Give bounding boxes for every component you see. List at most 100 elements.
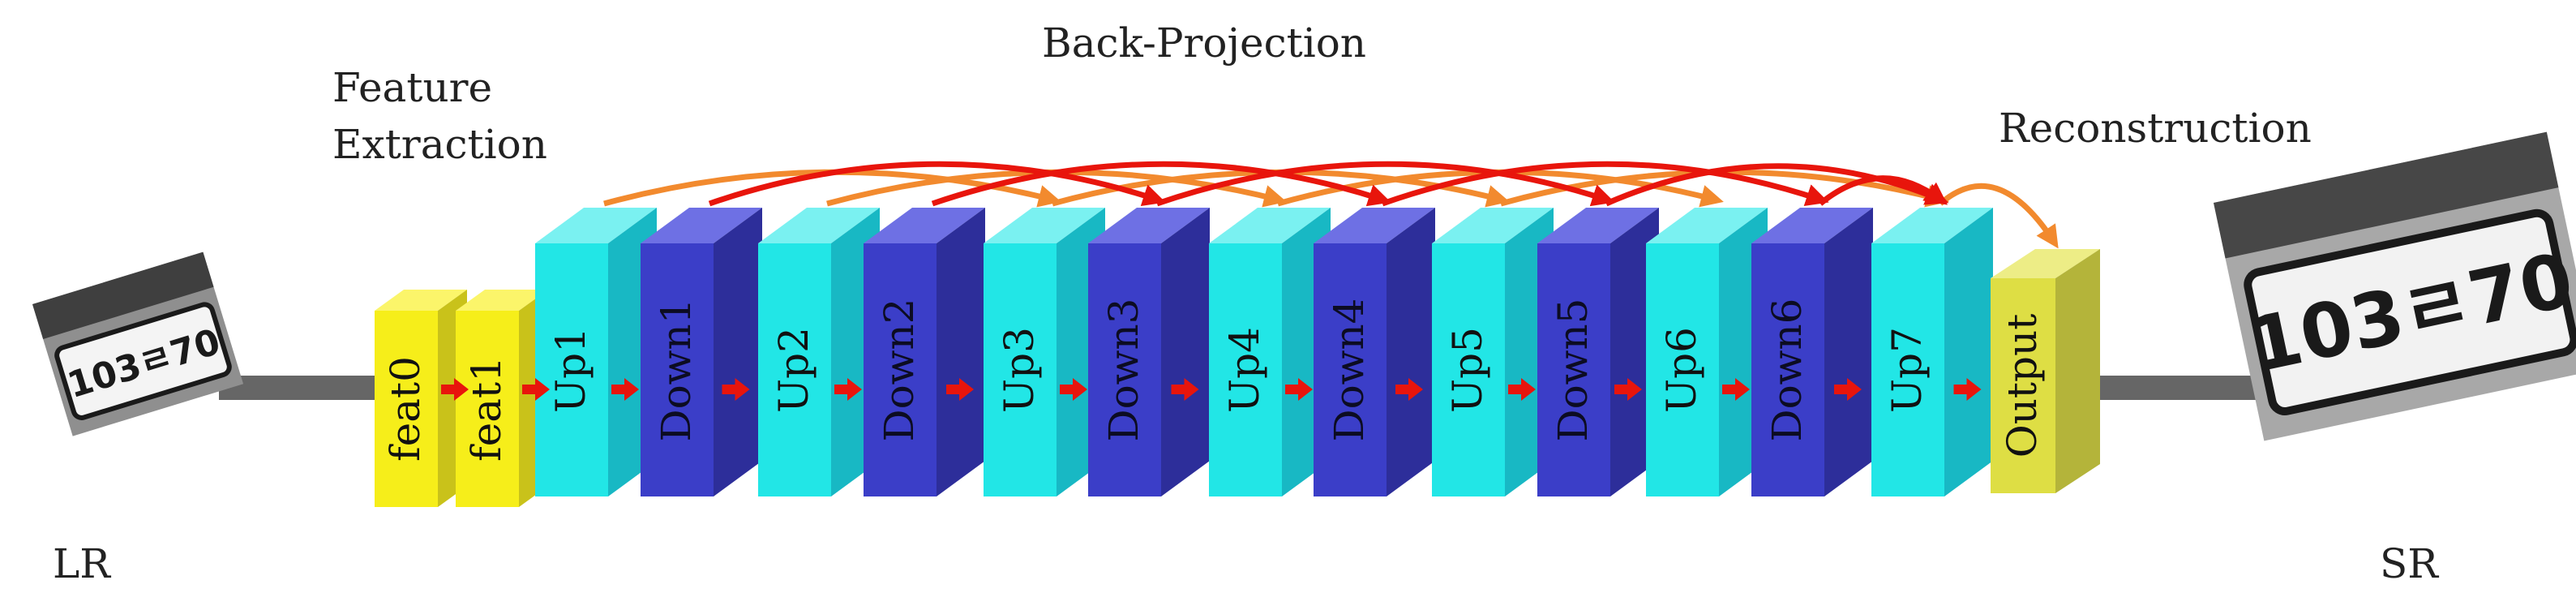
sequential-arrow: [1834, 378, 1862, 401]
sr-label: SR: [2380, 540, 2439, 587]
skip-arrow: [931, 161, 1391, 207]
skip-arrow: [708, 161, 1166, 207]
block-up4: Up4: [1209, 208, 1331, 496]
block-up1: Up1: [535, 208, 657, 496]
lr-label: LR: [53, 540, 111, 587]
block-up3: Up3: [984, 208, 1105, 496]
block-down2: Down2: [864, 208, 985, 496]
skip-arrow: [1938, 183, 2059, 249]
block-label: feat1: [463, 356, 510, 462]
sequential-arrow: [1395, 378, 1423, 401]
block-up5: Up5: [1432, 208, 1554, 496]
block-label: Up5: [1444, 327, 1491, 413]
skip-arrow: [1381, 161, 1829, 207]
block-top-face: [1432, 208, 1554, 243]
lr-input-image: 103ㄹ70: [32, 251, 244, 436]
block-top-face: [864, 208, 985, 243]
block-label: Up4: [1221, 327, 1268, 413]
block-top-face: [984, 208, 1105, 243]
block-side-face: [1161, 208, 1210, 496]
block-side-face: [1944, 208, 1993, 496]
block-label: Up6: [1658, 327, 1705, 413]
block-up7: Up7: [1871, 208, 1993, 496]
sequential-arrow: [611, 378, 639, 401]
block-front-face: [1432, 243, 1505, 496]
block-top-face: [758, 208, 880, 243]
back-projection-skip-arrows: [603, 161, 2059, 249]
block-label: Down1: [653, 298, 700, 441]
block-feat1: feat1: [456, 290, 548, 507]
block-side-face: [714, 208, 762, 496]
block-side-face: [2055, 249, 2100, 493]
sequential-arrow: [834, 378, 862, 401]
sequential-arrow: [946, 378, 974, 401]
block-front-face: [1209, 243, 1282, 496]
block-top-face: [456, 290, 548, 311]
skip-arrow: [1155, 161, 1615, 207]
block-top-face: [1646, 208, 1768, 243]
block-top-face: [1991, 249, 2100, 278]
block-label: Up3: [996, 327, 1043, 413]
block-front-face: [1646, 243, 1719, 496]
sequential-arrow: [522, 378, 550, 401]
block-side-face: [1824, 208, 1873, 496]
block-front-face: [1314, 243, 1387, 496]
block-front-face: [758, 243, 831, 496]
block-front-face: [1751, 243, 1824, 496]
block-front-face: [1537, 243, 1610, 496]
back-projection-label: Back-Projection: [1042, 19, 1366, 67]
reconstruction-label: Reconstruction: [1999, 105, 2312, 152]
block-top-face: [1751, 208, 1873, 243]
block-front-face: [1991, 278, 2055, 493]
network-blocks: feat0 feat1 Up1 Down1 Up2 Down2 Up3 Down3 Up4 Dow…: [375, 208, 2100, 507]
block-down5: Down5: [1537, 208, 1659, 496]
block-top-face: [1209, 208, 1331, 243]
sequential-arrow: [1171, 378, 1199, 401]
block-front-face: [1871, 243, 1944, 496]
block-front-face: [864, 243, 937, 496]
sequential-arrow: [1614, 378, 1642, 401]
feature-extraction-label-line2: Extraction: [332, 121, 547, 168]
block-label: Up7: [1884, 327, 1931, 413]
block-front-face: [535, 243, 608, 496]
block-front-face: [456, 311, 519, 507]
block-top-face: [641, 208, 762, 243]
block-down4: Down4: [1314, 208, 1435, 496]
block-side-face: [1387, 208, 1435, 496]
block-top-face: [1314, 208, 1435, 243]
block-up6: Up6: [1646, 208, 1768, 496]
block-label: Up2: [770, 327, 817, 413]
sequential-arrow: [1285, 378, 1313, 401]
skip-arrow: [1818, 175, 1948, 206]
block-output: Output: [1991, 249, 2100, 493]
block-top-face: [1871, 208, 1993, 243]
sr-output-image: 103ㄹ70: [2214, 131, 2576, 441]
sequential-arrow: [1722, 378, 1750, 401]
sequential-arrows: [441, 378, 1982, 401]
block-label: Down2: [876, 298, 923, 441]
skip-arrow: [1605, 163, 1949, 207]
block-label: Up1: [547, 327, 594, 413]
block-down3: Down3: [1088, 208, 1210, 496]
block-label: feat0: [382, 356, 429, 462]
block-down6: Down6: [1751, 208, 1873, 496]
block-up2: Up2: [758, 208, 880, 496]
block-label: Down4: [1326, 298, 1373, 441]
block-side-face: [937, 208, 985, 496]
block-top-face: [1537, 208, 1659, 243]
block-top-face: [375, 290, 467, 311]
block-label: Down6: [1764, 298, 1811, 441]
block-front-face: [641, 243, 714, 496]
block-feat0: feat0: [375, 290, 467, 507]
block-label: Output: [1999, 314, 2046, 458]
sequential-arrow: [441, 378, 469, 401]
block-label: Down5: [1549, 298, 1597, 441]
block-label: Down3: [1100, 298, 1147, 441]
sequential-arrow: [1508, 378, 1536, 401]
sequential-arrow: [1953, 378, 1982, 401]
block-top-face: [535, 208, 657, 243]
block-down1: Down1: [641, 208, 762, 496]
block-front-face: [375, 311, 438, 507]
sequential-arrow: [722, 378, 750, 401]
